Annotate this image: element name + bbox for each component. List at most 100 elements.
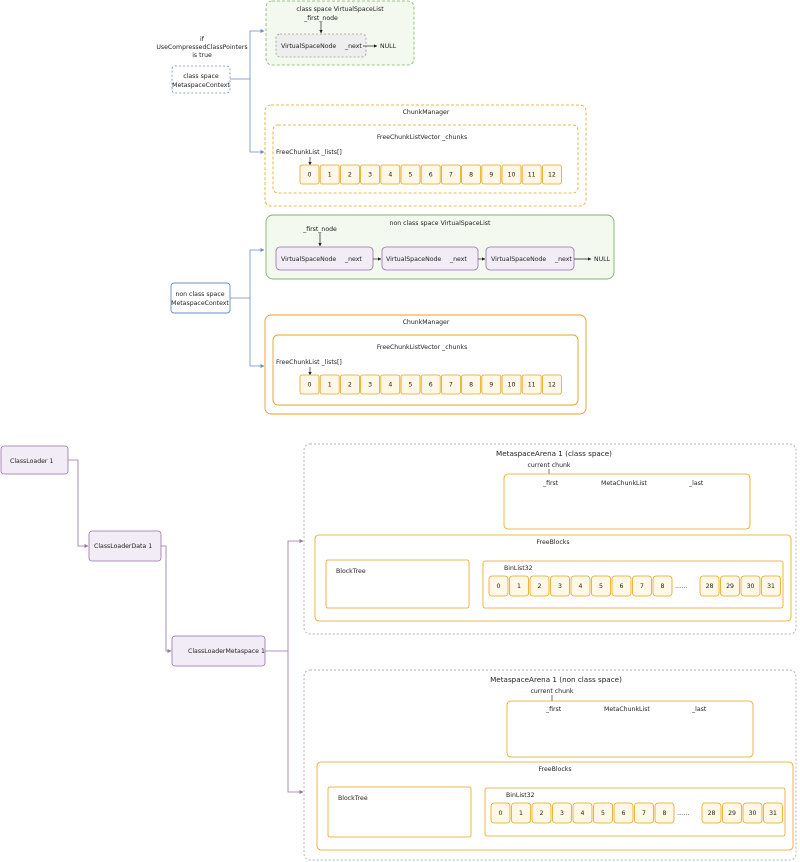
nonclass-vsnode-3[interactable] [485,246,575,271]
nonclass-context-label-2: MetaspaceContext [171,300,229,307]
class-chunks-vector-label: FreeChunkListVector _chunks [377,134,467,141]
class-chunk-cell-label-3: 3 [368,172,372,179]
connector-nonclass-context-chunkmanager [249,298,265,368]
nonclass-bin-label-2: 2 [540,810,544,817]
arena-class-title: MetaspaceArena 1 (class space) [496,449,612,458]
class-vslist-first-node: _first_node [303,15,338,22]
nonclass-chunk-cell-label-4: 4 [388,382,392,389]
nonclass-bin-5 [593,802,613,824]
class-bin-label-4: 4 [579,583,583,590]
class-chunk-cell-label-2: 2 [348,172,352,179]
class-metaspace-context[interactable] [171,65,231,94]
nonclass-bin-tail-29 [722,802,742,824]
arena-class-chunklist-label: MetaChunkList [601,480,647,487]
class-bin-label-1: 1 [517,583,521,590]
nonclass-chunk-cell-9 [481,374,502,395]
nonclass-vsnode-3-label: VirtualSpaceNode [491,256,546,263]
class-bin-tail-label-30: 30 [747,583,755,590]
nonclass-bin-label-1: 1 [519,810,523,817]
class-chunk-cell-1 [319,164,340,185]
nonclass-bin-label-5: 5 [601,810,605,817]
class-chunk-cell-label-8: 8 [469,172,473,179]
nonclass-bin-label-8: 8 [663,810,667,817]
class-bin-label-8: 8 [661,583,665,590]
class-context-label-2: MetaspaceContext [172,82,230,89]
nonclass-chunk-cell-label-7: 7 [449,382,453,389]
class-bin-5 [591,575,611,597]
arena-nonclass-last: _last [691,706,707,713]
class-vsnode[interactable] [275,33,367,58]
nonclass-chunk-cell-2 [339,374,360,395]
nonclass-bin-label-3: 3 [560,810,564,817]
nonclass-bin-tail-label-28: 28 [708,810,716,817]
class-bin-8 [652,575,673,597]
nonclass-context-label-1: non class space [175,291,224,298]
nonclass-bin-tail-label-29: 29 [728,810,736,817]
class-bin-4 [570,575,591,597]
arena-class-ellipsis: …… [675,583,687,590]
nonclass-chunk-cell-label-2: 2 [348,382,352,389]
nonclass-bin-tail-28 [701,802,722,824]
class-chunk-cell-0 [299,164,320,185]
nonclass-lists-label: FreeChunkList _lists[] [276,359,342,366]
nonclass-chunk-cell-label-1: 1 [328,382,332,389]
connector-clm-arena-2 [287,651,304,794]
nonclass-vsnode-2-next: _next [449,256,467,263]
arena-class-chunklist [503,473,751,530]
connector-clm-arena-1 [265,539,304,652]
class-context-label-1: class space [183,73,219,80]
arena-nonclass-chunklist-label: MetaChunkList [604,706,650,713]
arena-class-blocktree-label: BlockTree [336,568,366,575]
arena-nonclass-current-chunk: current chunk [530,688,573,695]
class-chunk-cell-4 [380,164,401,185]
nonclass-null: NULL [594,256,611,263]
class-chunk-cell-label-10: 10 [508,172,516,179]
nonclass-bin-label-4: 4 [581,810,585,817]
classloaderdata-label: ClassLoaderData 1 [94,543,152,550]
nonclass-chunk-cell-3 [360,374,381,395]
class-chunk-cell-8 [461,164,482,185]
connector-nonclass-context-vslist [230,248,265,299]
connector-classloader-cld [68,459,89,548]
class-bin-tail-29 [720,575,740,597]
class-bin-tail-31 [761,575,781,597]
class-bin-7 [632,575,652,597]
class-chunk-cell-6 [420,164,441,185]
arena-class-blocktree [325,559,470,609]
nonclass-chunk-cell-label-0: 0 [308,382,312,389]
nonclass-chunk-cell-label-11: 11 [528,382,536,389]
condition-line-2: UseCompressedClassPointers [156,44,247,51]
class-bin-tail-label-28: 28 [706,583,714,590]
nonclass-bin-label-6: 6 [622,810,626,817]
arena-nonclass-title: MetaspaceArena 1 (non class space) [490,675,622,684]
nonclass-vsnode-1[interactable] [275,246,374,271]
nonclass-chunk-cell-label-9: 9 [489,382,493,389]
nonclass-chunk-cell-5 [400,374,421,395]
nonclass-chunk-cell-label-3: 3 [368,382,372,389]
nonclass-chunk-cell-label-8: 8 [469,382,473,389]
connector-cld-clm [161,545,172,653]
class-bin-tail-label-29: 29 [726,583,734,590]
nonclass-chunk-cell-label-12: 12 [548,382,556,389]
class-bin-label-6: 6 [620,583,624,590]
class-chunk-cell-3 [360,164,381,185]
arena-nonclass-binlist-label: BinList32 [506,792,535,799]
class-chunk-cell-label-11: 11 [528,172,536,179]
connector-class-context-vslist [230,29,265,80]
nonclass-metaspace-context[interactable] [170,282,231,314]
arena-class-current-chunk: current chunk [527,462,570,469]
class-chunk-cell-label-6: 6 [429,172,433,179]
nonclass-vsnode-2[interactable] [381,246,479,271]
class-chunk-cell-2 [339,164,360,185]
class-chunk-cell-12 [542,164,562,185]
nonclass-vslist-first-node: _first_node [302,226,337,233]
nonclass-vsnode-1-label: VirtualSpaceNode [281,256,336,263]
nonclass-bin-4 [572,802,593,824]
nonclass-chunk-cell-12 [542,374,562,395]
condition-line-3: is true [192,52,212,59]
arena-nonclass-chunklist [506,700,754,758]
nonclass-chunk-cell-1 [319,374,340,395]
class-bin-label-2: 2 [538,583,542,590]
